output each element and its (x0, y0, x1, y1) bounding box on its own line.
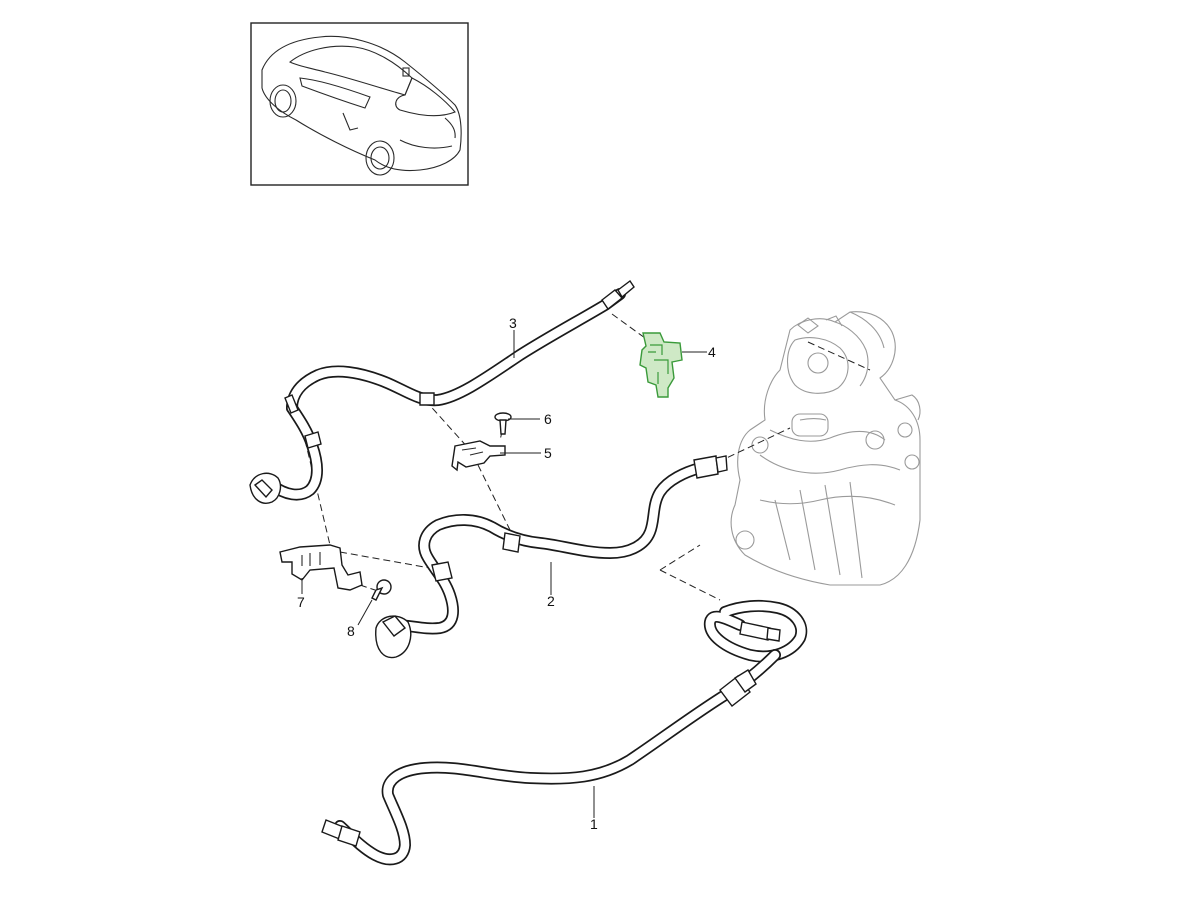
callout-4[interactable]: 4 (708, 344, 716, 360)
callout-7[interactable]: 7 (297, 594, 305, 610)
leader-lines (301, 330, 707, 818)
callout-1[interactable]: 1 (590, 816, 598, 832)
callout-5[interactable]: 5 (544, 445, 552, 461)
callout-8[interactable]: 8 (347, 623, 355, 639)
hose-3[interactable] (249, 279, 635, 504)
engine-block-ghost (730, 311, 921, 586)
screw-8[interactable] (371, 579, 392, 601)
hose-1[interactable] (321, 599, 808, 866)
bracket-4[interactable] (639, 332, 683, 398)
holder-5[interactable] (451, 440, 506, 472)
callout-3[interactable]: 3 (509, 315, 517, 331)
hose-2[interactable] (375, 455, 728, 659)
assembly-lines (304, 313, 871, 601)
car-icon (261, 35, 462, 176)
vehicle-thumbnail[interactable] (250, 22, 469, 186)
screw-6[interactable] (494, 412, 512, 435)
callout-2[interactable]: 2 (547, 593, 555, 609)
callout-6[interactable]: 6 (544, 411, 552, 427)
callouts: 1 2 3 4 5 6 7 8 (297, 315, 716, 832)
bracket-7[interactable] (279, 544, 363, 591)
